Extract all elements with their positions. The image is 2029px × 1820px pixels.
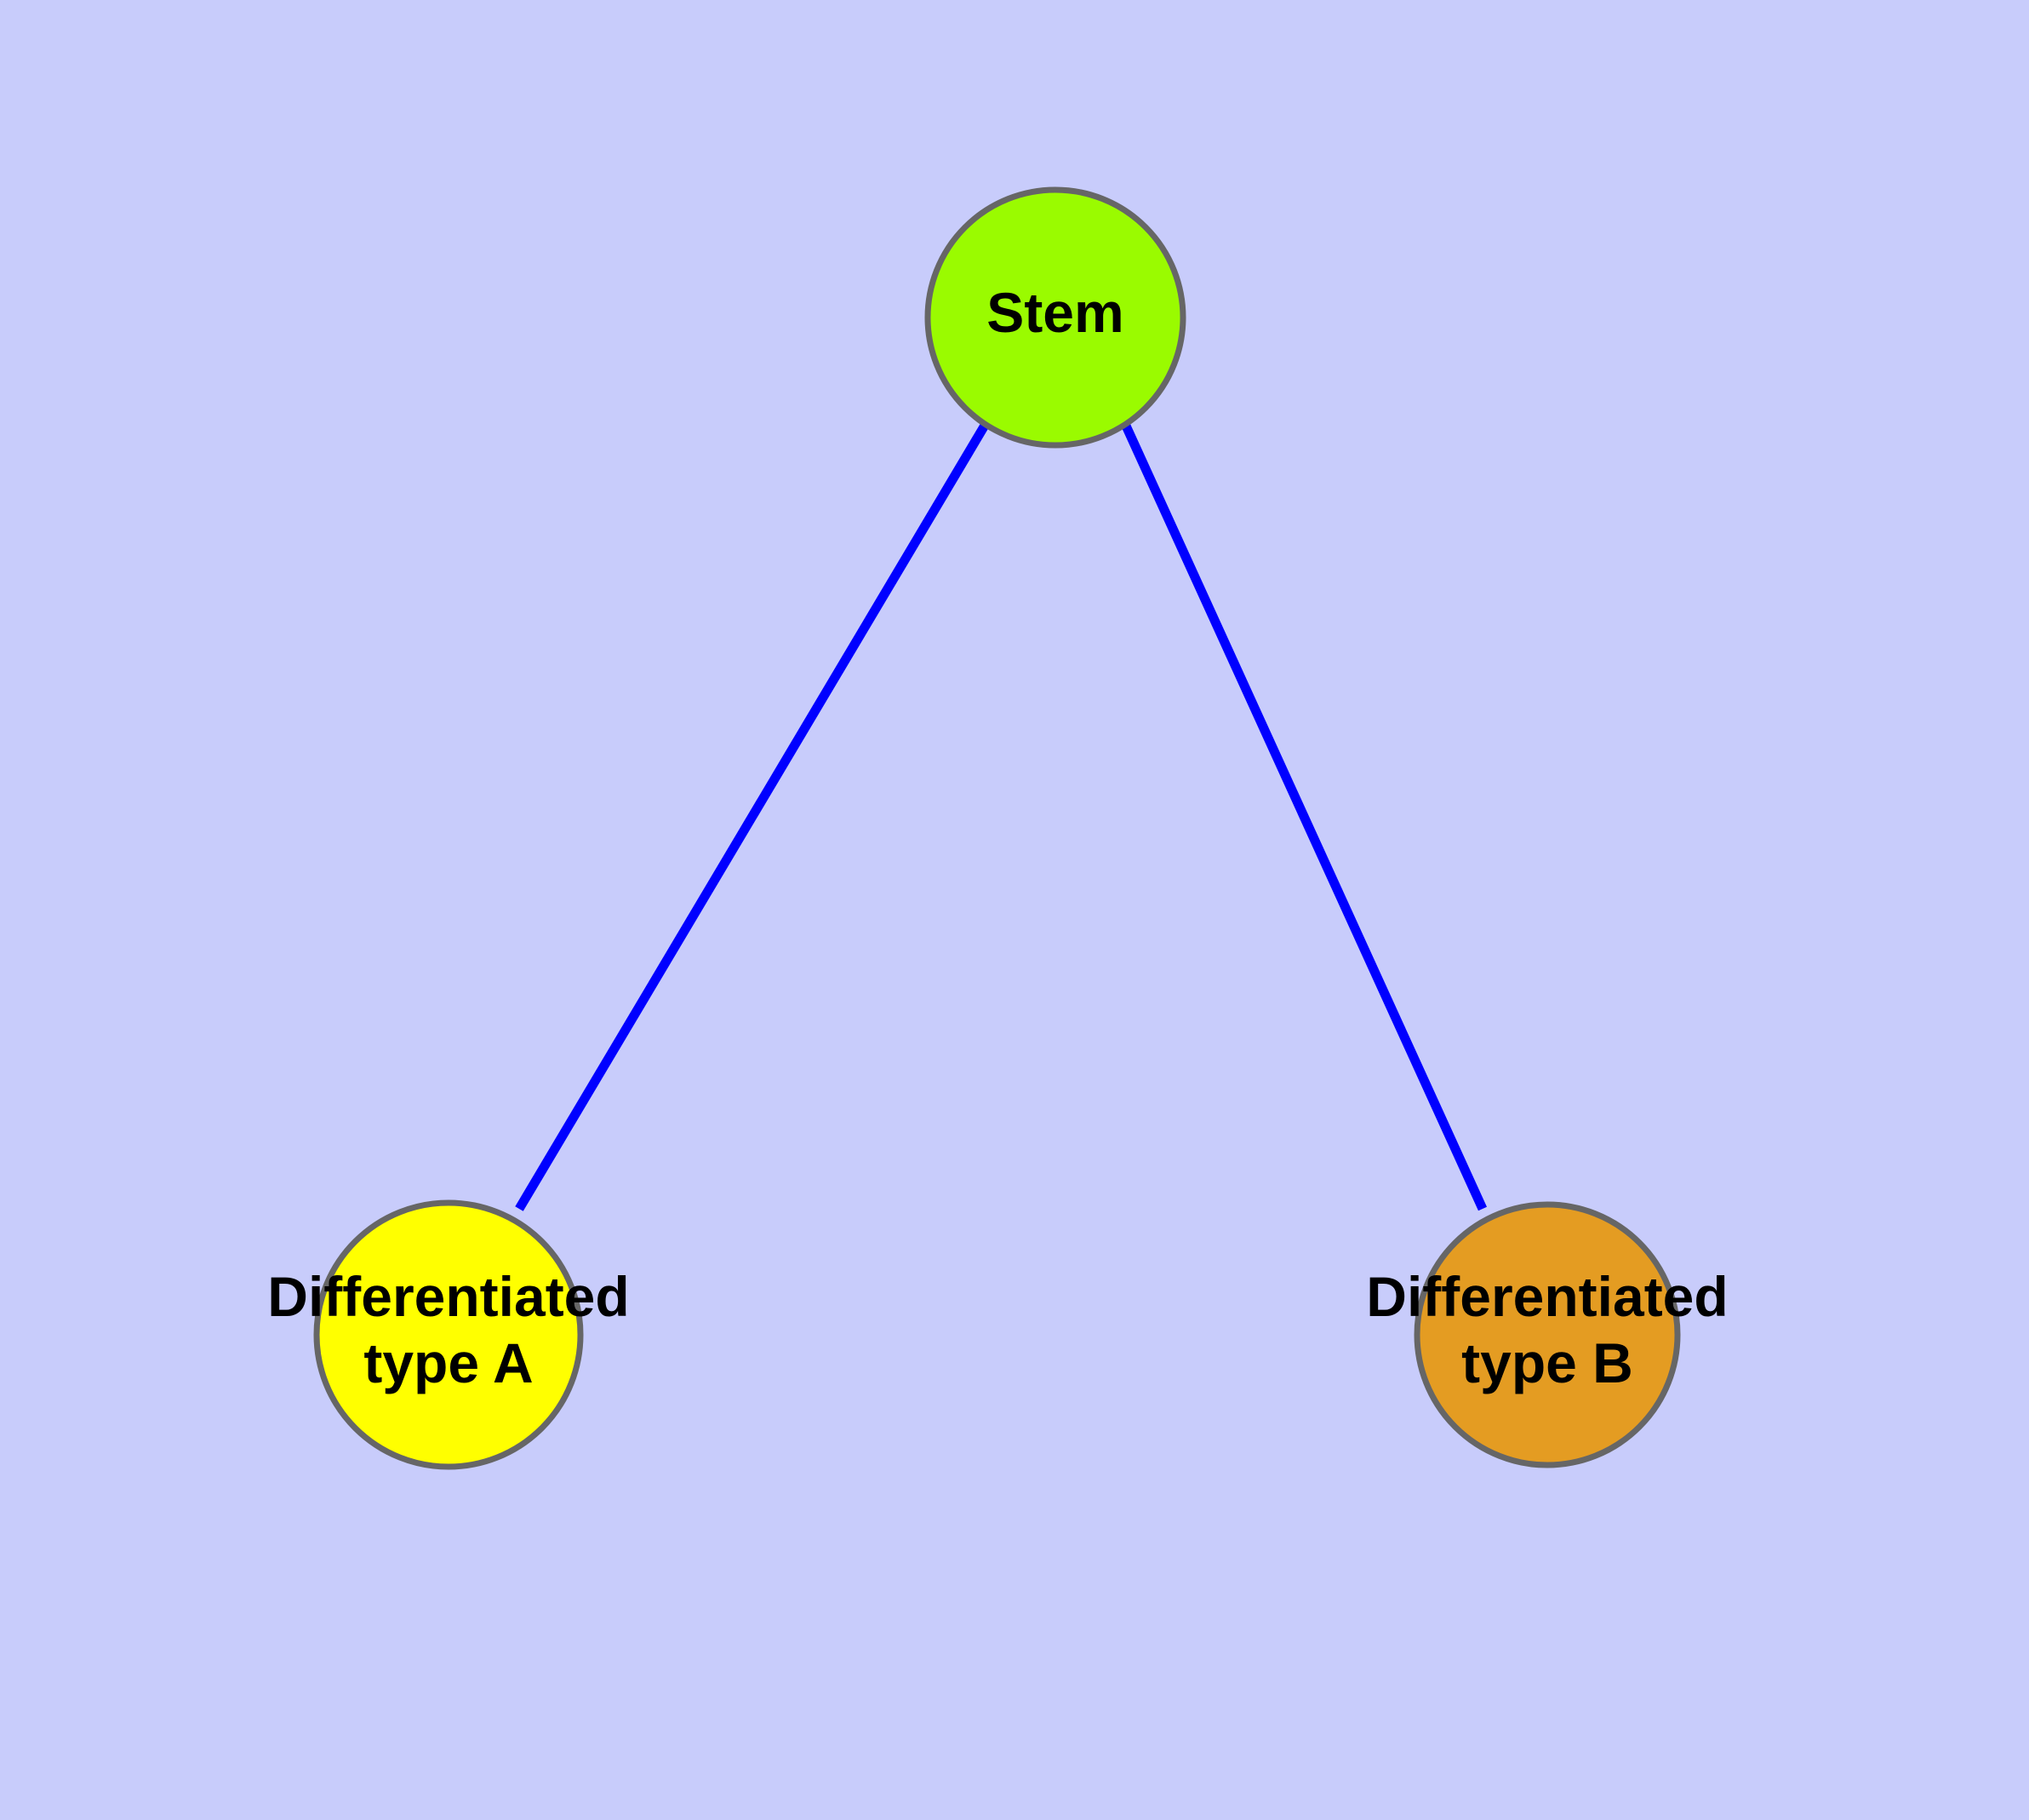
node-label-line: Differentiated: [267, 1265, 629, 1328]
edges-group: [515, 421, 1488, 1211]
node-label-line: type A: [363, 1331, 533, 1394]
nodes-group: [313, 186, 1681, 1470]
node-diff_b[interactable]: [1414, 1201, 1681, 1468]
node-label-line: Differentiated: [1366, 1265, 1728, 1328]
node-label-line: Stem: [986, 281, 1123, 344]
edge-stem-to-b: [1120, 421, 1488, 1211]
edge-stem-to-a: [515, 421, 990, 1211]
node-label-line: type B: [1461, 1331, 1633, 1394]
node-diff_a[interactable]: [313, 1199, 584, 1470]
node-label-stem: Stem: [986, 281, 1123, 344]
node-stem[interactable]: [924, 186, 1186, 449]
